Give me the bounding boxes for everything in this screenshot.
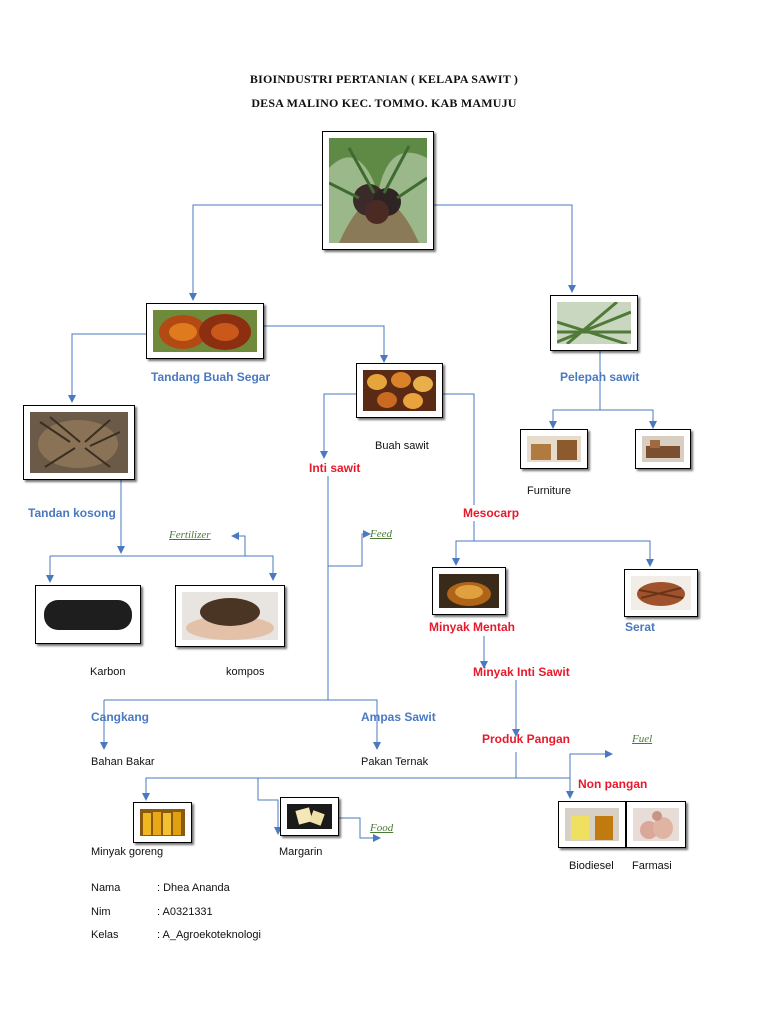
cooking-oil-image: [133, 802, 192, 843]
arrow-buah-to-mesocarp: [441, 393, 475, 505]
label-pakan-ternak: Pakan Ternak: [361, 756, 429, 768]
pharmacy-image: [626, 801, 686, 848]
label-non-pangan: Non pangan: [578, 777, 648, 791]
label-karbon: Karbon: [90, 666, 126, 678]
crude-oil-image: [432, 567, 506, 615]
arrow-palm-to-tbs: [189, 204, 322, 301]
info-nim-value: : A0321331: [157, 906, 213, 918]
arrow-mesocarp-to-serat: [474, 540, 654, 567]
label-tandang-buah-segar: Tandang Buah Segar: [151, 370, 271, 384]
label-tandan-kosong: Tandan kosong: [28, 506, 116, 520]
arrow-to-karbon: [50, 555, 277, 581]
palm-fruit-image: [356, 363, 443, 418]
label-cangkang: Cangkang: [91, 710, 150, 724]
arrow-pelepah-to-furniture: [549, 349, 601, 429]
label-ampas-sawit: Ampas Sawit: [361, 710, 436, 724]
arrow-to-margarin: [257, 778, 282, 835]
charcoal-image: [35, 585, 141, 644]
arrow-inti-to-feed: [328, 530, 371, 567]
label-bahan-bakar: Bahan Bakar: [91, 756, 155, 768]
label-serat: Serat: [625, 620, 656, 634]
fiber-image: [624, 569, 698, 617]
arrow-buah-to-inti: [320, 393, 356, 459]
info-nama-value: : Dhea Ananda: [157, 882, 230, 894]
arrow-tbs-to-buah: [262, 325, 388, 363]
arrow-to-fertilizer: [231, 532, 273, 557]
arrow-to-cangkang-ampas: [104, 699, 381, 750]
arrow-to-nonpangan: [516, 777, 574, 799]
compost-image: [175, 585, 285, 647]
fresh-fruit-bunch-image: [146, 303, 264, 359]
info-kelas-value: : A_Agroekoteknologi: [157, 929, 261, 941]
arrow-tbs-to-tandan: [68, 333, 146, 403]
label-mesocarp: Mesocarp: [463, 506, 520, 520]
info-kelas-label: Kelas: [91, 929, 119, 941]
palm-tree-image: [322, 131, 434, 250]
furniture-image-2: [635, 429, 691, 469]
arrow-nonpangan-to-fuel: [569, 750, 613, 778]
arrow-pelepah-to-furniture-2: [600, 409, 657, 429]
furniture-image-1: [520, 429, 588, 469]
label-fertilizer: Fertilizer: [169, 529, 211, 541]
label-minyak-goreng: Minyak goreng: [91, 846, 164, 858]
label-biodiesel: Biodiesel: [569, 860, 614, 872]
title-line-1: BIOINDUSTRI PERTANIAN ( KELAPA SAWIT ): [249, 72, 519, 86]
arrow-mesocarp-split: [452, 521, 475, 566]
empty-bunch-image: [23, 405, 135, 480]
info-nim-label: Nim: [91, 906, 111, 918]
label-produk-pangan: Produk Pangan: [482, 732, 571, 746]
info-nama-label: Nama: [91, 882, 121, 894]
arrow-palm-to-pelepah: [432, 204, 576, 293]
label-margarin: Margarin: [279, 846, 323, 858]
label-minyak-inti-sawit: Minyak Inti Sawit: [473, 665, 570, 679]
label-feed-1: Feed: [370, 528, 392, 540]
label-pelepah-sawit: Pelepah sawit: [560, 370, 640, 384]
margarine-image: [280, 797, 339, 836]
arrow-margarin-to-food: [338, 817, 381, 842]
label-inti-sawit: Inti sawit: [309, 461, 361, 475]
label-fuel: Fuel: [632, 733, 653, 745]
label-buah-sawit: Buah sawit: [375, 440, 429, 452]
label-minyak-mentah: Minyak Mentah: [429, 620, 516, 634]
label-farmasi: Farmasi: [632, 860, 672, 872]
palm-frond-image: [550, 295, 638, 351]
label-kompos: kompos: [226, 666, 265, 678]
arrow-pangan-to-products: [142, 752, 517, 801]
title-line-2: DESA MALINO KEC. TOMMO. KAB MAMUJU: [251, 96, 517, 110]
label-food: Food: [370, 822, 394, 834]
label-furniture: Furniture: [527, 485, 572, 497]
biodiesel-image: [558, 801, 626, 848]
